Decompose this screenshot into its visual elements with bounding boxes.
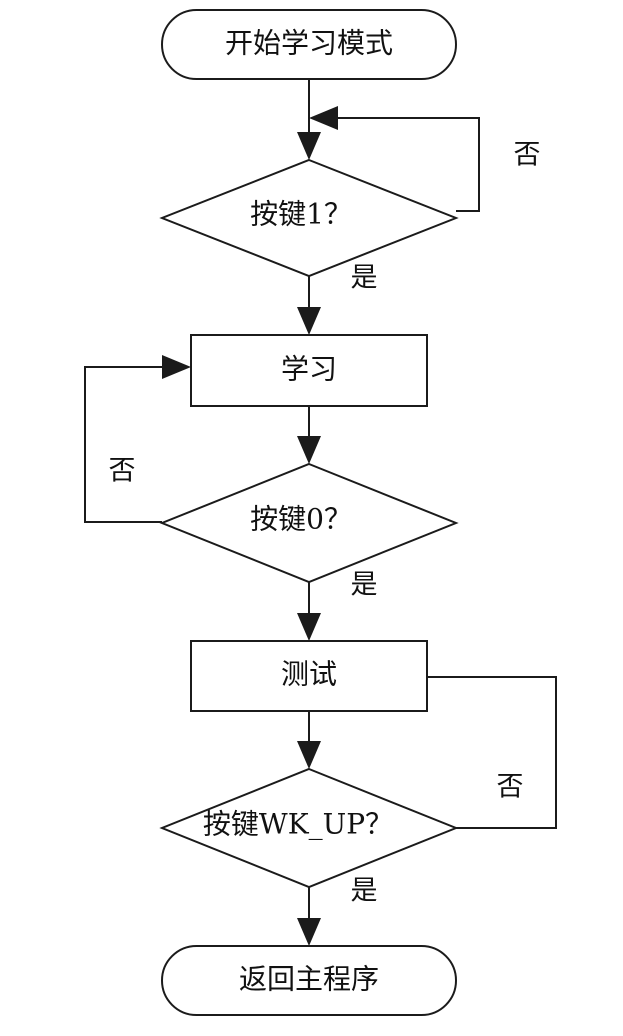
end-label: 返回主程序 [239,963,379,996]
node-wkup-decision: 按键WK_UP？ [159,767,459,889]
wkup-label: 按键WK_UP？ [203,808,393,841]
edge-wkup-yes-to-end [297,887,321,946]
key1-yes-label: 是 [351,263,378,294]
edge-key1-yes-to-learn [297,276,321,335]
edge-wkup-no-to-test [427,676,557,829]
wkup-no-label: 否 [497,772,524,803]
edge-start-to-key1 [297,79,321,160]
edge-learn-to-key0 [297,406,321,464]
edge-key0-yes-to-test [297,582,321,641]
key0-no-label: 否 [109,456,136,487]
node-test-process: 测试 [190,640,428,712]
learn-label: 学习 [281,353,337,386]
arrowhead-right [162,355,191,379]
test-label: 测试 [281,658,337,691]
node-key0-decision: 按键0？ [159,462,459,584]
node-end: 返回主程序 [161,945,457,1016]
node-start: 开始学习模式 [161,9,457,80]
edge-key1-no-loop [309,106,480,212]
arrowhead-left [309,106,338,130]
start-label: 开始学习模式 [225,27,393,60]
arrowhead-down [297,741,321,769]
arrowhead-down [297,918,321,946]
arrowhead-down [297,307,321,335]
edge-key0-no-to-learn [84,355,191,523]
key0-yes-label: 是 [351,570,378,601]
arrowhead-down [297,436,321,464]
arrowhead-down [297,613,321,641]
key0-label: 按键0？ [250,503,352,536]
edge-test-to-wkup [297,711,321,769]
key1-no-label: 否 [514,140,541,171]
node-learn-process: 学习 [190,334,428,407]
node-key1-decision: 按键1？ [159,158,459,278]
learn-process-shape [190,334,428,407]
wkup-yes-label: 是 [351,876,378,907]
key1-label: 按键1？ [250,198,352,231]
arrowhead-down [297,132,321,160]
